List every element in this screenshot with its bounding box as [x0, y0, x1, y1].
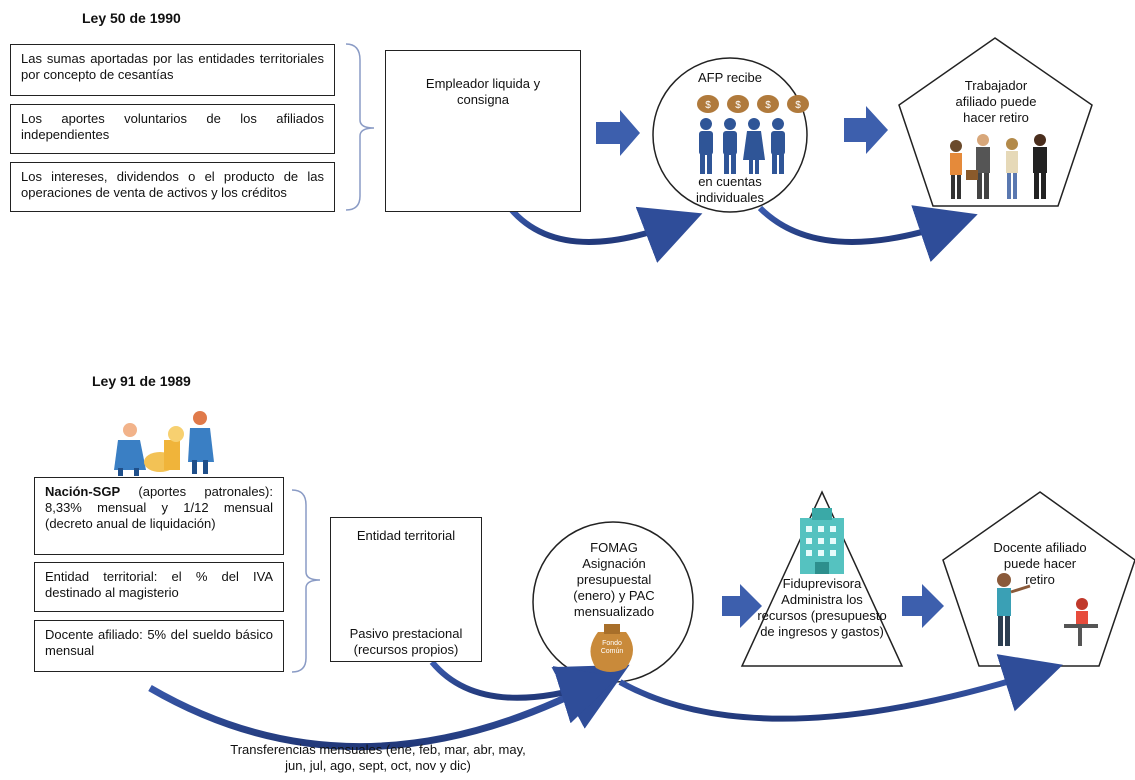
entity-liability-label: Pasivo prestacional (recursos propios) [349, 626, 463, 657]
curve-1a [507, 206, 703, 263]
source-nacion-bold: Nación-SGP [45, 484, 121, 499]
svg-text:$: $ [765, 100, 771, 111]
employer-box [385, 50, 581, 212]
svg-text:$: $ [795, 100, 801, 111]
coins-icon [114, 411, 214, 476]
source-box-docente: Docente afiliado: 5% del sueldo básico m… [34, 620, 284, 672]
fomag-label: FOMAG Asignación presupuestal (enero) y … [573, 540, 655, 619]
section2-title: Ley 91 de 1989 [92, 373, 191, 389]
bag-icon [590, 624, 633, 672]
section1-title: Ley 50 de 1990 [82, 10, 181, 26]
block-arrow-2 [844, 106, 888, 154]
entity-box [330, 517, 482, 662]
fondo-label: Fondo Común [600, 640, 624, 655]
block-arrow-4 [902, 584, 944, 628]
curve-1b [757, 205, 978, 263]
source-nacion-rest: (aportes patronales): 8,33% mensual y 1/… [45, 484, 273, 531]
curve-2b [429, 660, 619, 724]
curve-2c [618, 654, 1063, 722]
people-icon [699, 118, 785, 174]
brace-1 [345, 43, 375, 211]
svg-text:$: $ [735, 100, 741, 111]
entity-label: Entidad territorial [356, 528, 456, 543]
transfers-label: Transferencias mensuales (ene, feb, mar,… [230, 742, 526, 773]
brace-2 [291, 489, 321, 673]
building-icon [800, 508, 844, 574]
teacher-label: Docente afiliado puede hacer retiro [993, 540, 1087, 587]
source-box-1: Las sumas aportadas por las entidades te… [10, 44, 335, 96]
fidu-triangle [740, 490, 904, 667]
worker-label: Trabajador afiliado puede hacer retiro [955, 78, 1037, 125]
svg-text:$: $ [705, 100, 711, 111]
source-box-2: Los aportes voluntarios de los afiliados… [10, 104, 335, 154]
workers-icon [950, 134, 1047, 199]
fidu-label: Fiduprevisora Administra los recursos (p… [757, 576, 887, 639]
afp-label: AFP recibe [697, 70, 763, 85]
money-bag-icon: $ $ $ $ [697, 95, 809, 113]
employer-label: Empleador liquida y consigna [425, 76, 541, 107]
source-box-entidad: Entidad territorial: el % del IVA destin… [34, 562, 284, 612]
afp-accounts-label: en cuentas individuales [696, 174, 764, 205]
curve-2a [148, 664, 630, 751]
block-arrow-1 [596, 110, 640, 156]
block-arrow-3 [722, 584, 762, 628]
teacher-icon [997, 573, 1098, 646]
date-badge-label: 15 febrero [449, 183, 521, 197]
source-box-3: Los intereses, dividendos o el producto … [10, 162, 335, 212]
source-box-nacion: Nación-SGP (aportes patronales): 8,33% m… [34, 477, 284, 555]
